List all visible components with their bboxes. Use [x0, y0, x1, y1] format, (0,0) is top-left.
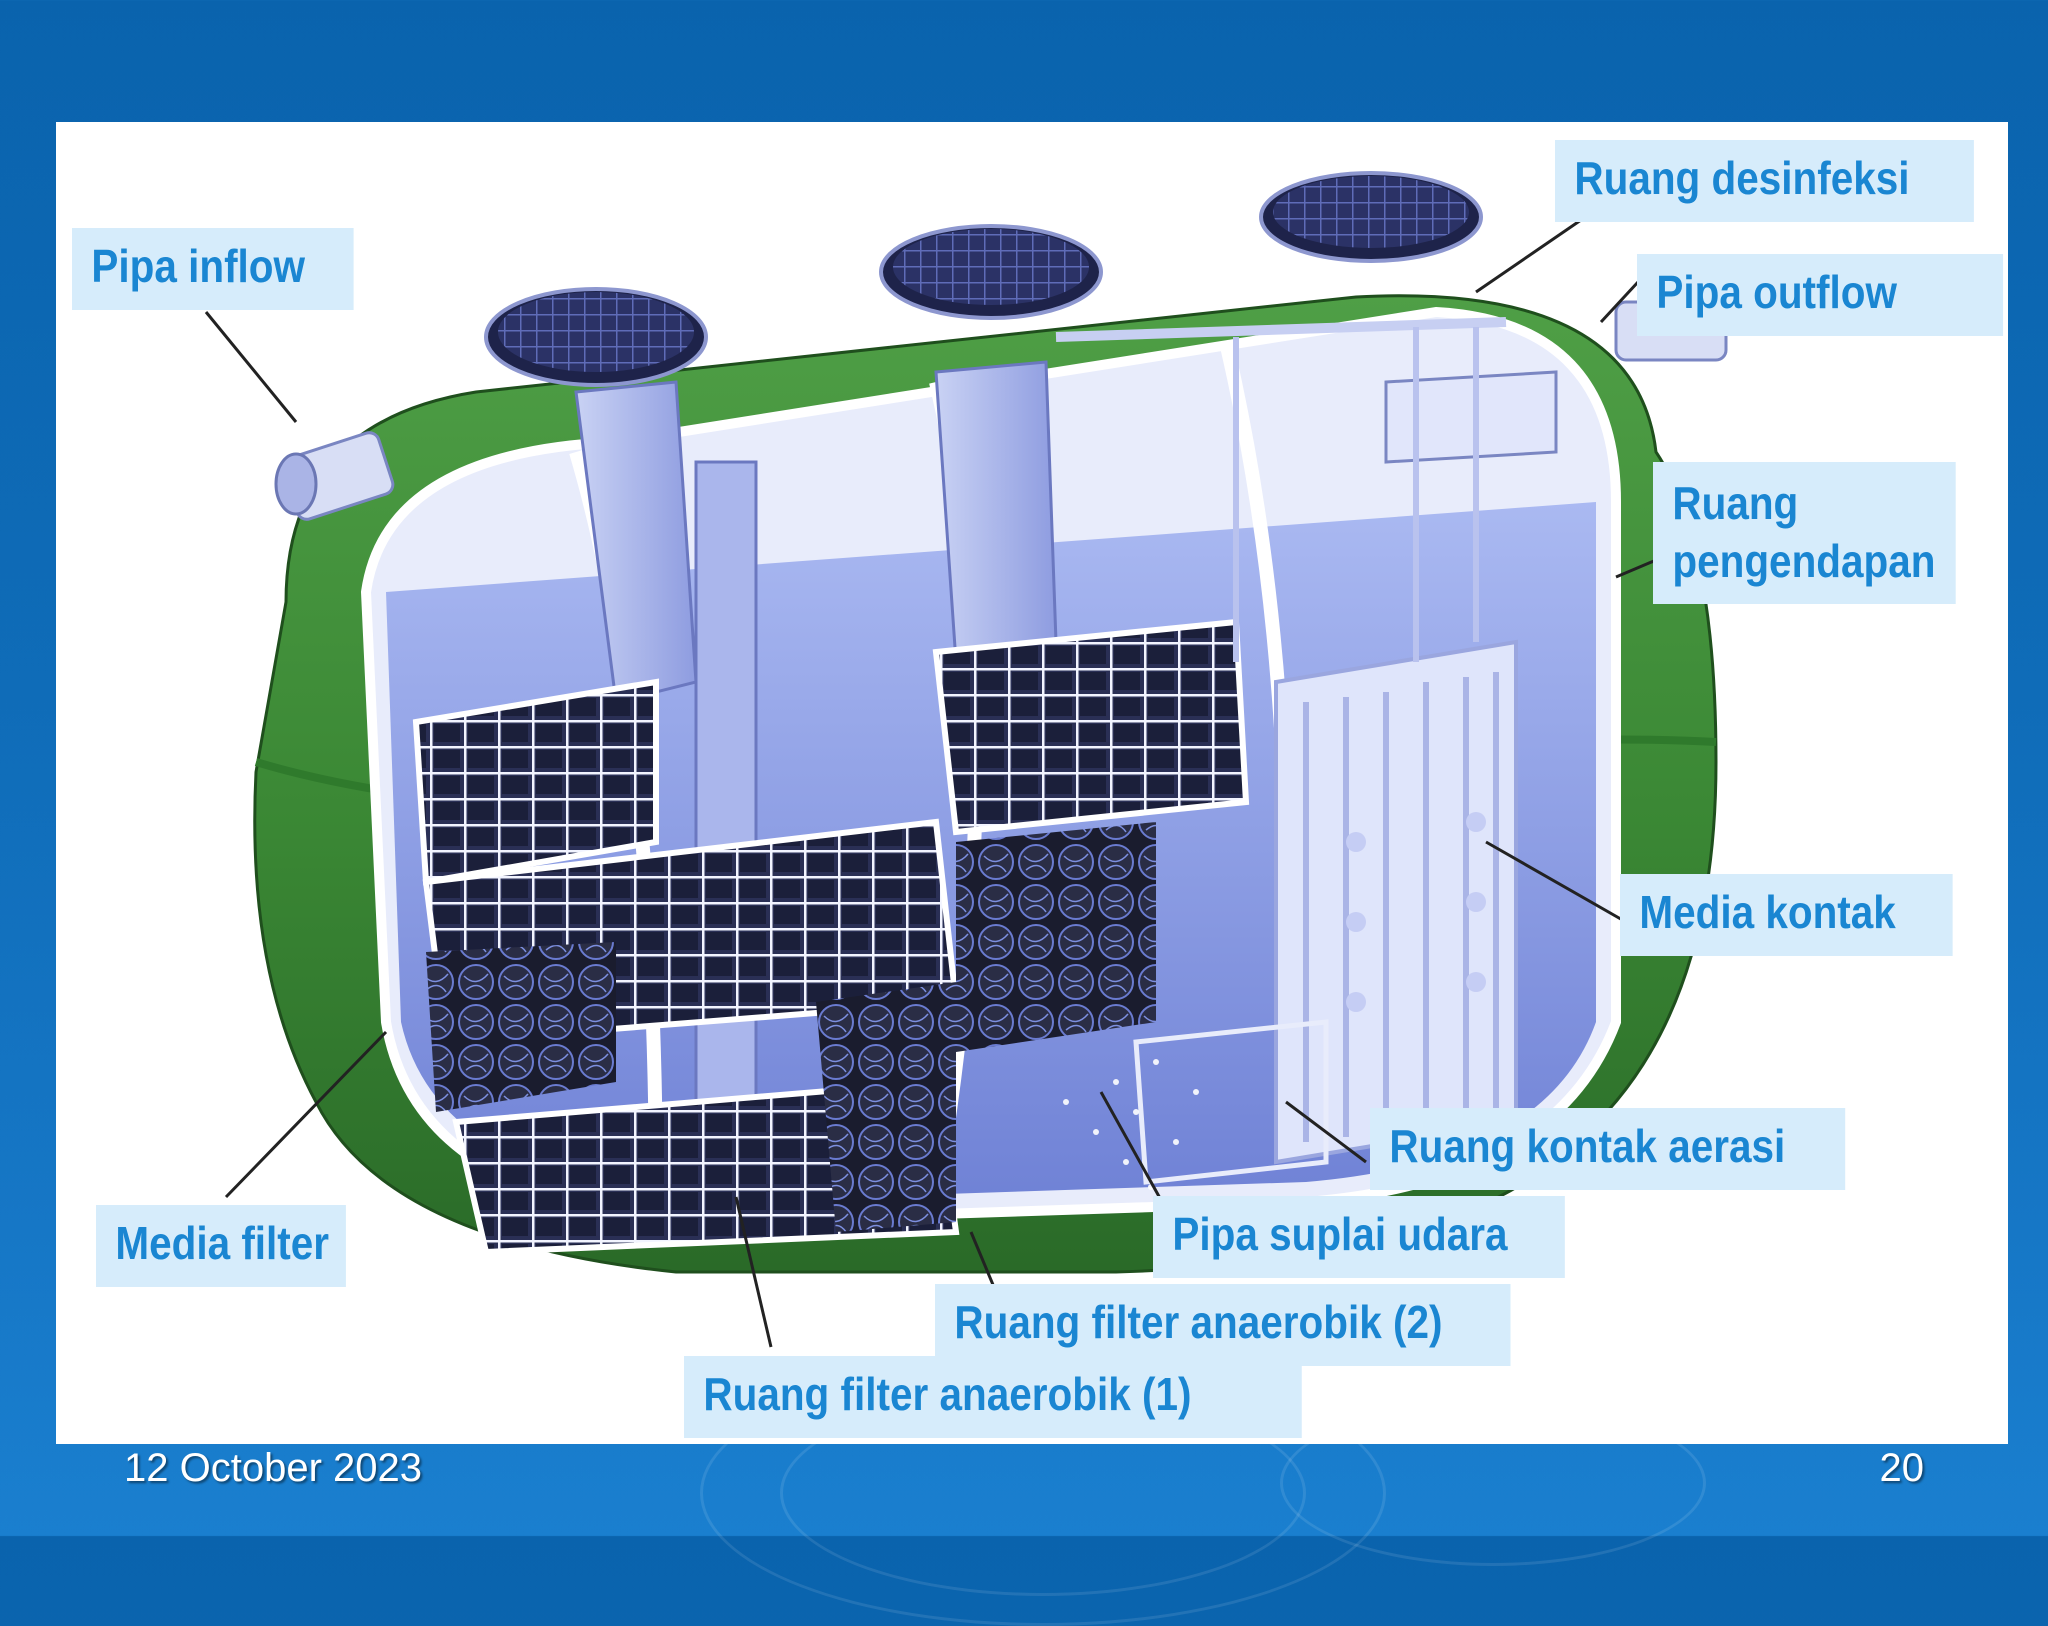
- septic-tank-illustration: [204, 171, 1747, 1348]
- label-pipa-outflow: Pipa outflow: [1637, 254, 2004, 336]
- label-ruang-pengendapan-line2: pengendapan: [1672, 535, 1936, 587]
- label-ruang-filter-anaerobik-1: Ruang filter anaerobik (1): [684, 1356, 1302, 1438]
- label-ruang-desinfeksi: Ruang desinfeksi: [1555, 140, 1974, 222]
- footer-page-number: 20: [1879, 1446, 1925, 1490]
- label-ruang-kontak-aerasi: Ruang kontak aerasi: [1370, 1108, 1846, 1190]
- label-pipa-suplai-udara: Pipa suplai udara: [1153, 1196, 1565, 1278]
- slide: Pipa inflow Ruang desinfeksi Pipa outflo…: [56, 122, 2008, 1626]
- septic-tank-diagram: [56, 122, 2008, 1444]
- label-media-kontak: Media kontak: [1620, 874, 1953, 956]
- label-pipa-inflow: Pipa inflow: [72, 228, 354, 310]
- footer-date: 12 October 2023: [124, 1446, 422, 1490]
- label-media-filter: Media filter: [96, 1205, 346, 1287]
- label-ruang-filter-anaerobik-2: Ruang filter anaerobik (2): [935, 1284, 1511, 1366]
- label-ruang-pengendapan: Ruang pengendapan: [1653, 462, 1956, 604]
- label-ruang-pengendapan-line1: Ruang: [1672, 477, 1799, 529]
